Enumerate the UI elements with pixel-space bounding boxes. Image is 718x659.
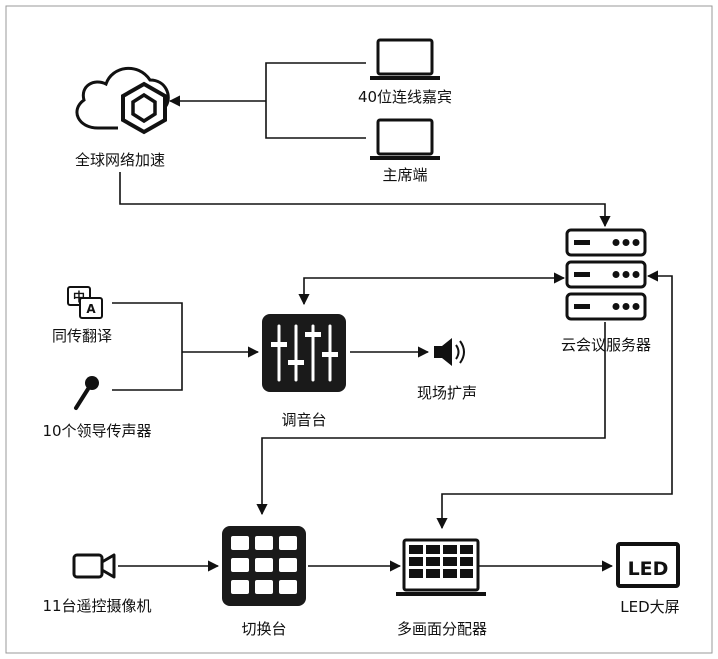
connectors xyxy=(112,62,673,572)
multiviewer-icon xyxy=(396,538,486,596)
cloud-icon xyxy=(75,66,170,130)
laptop-icon xyxy=(370,38,440,80)
label-cloud: 全球网络加速 xyxy=(75,151,165,169)
arrow-mixer-server xyxy=(298,272,566,306)
label-led: LED大屏 xyxy=(620,598,679,616)
arrow-cloud-to-server xyxy=(119,172,611,228)
inputs-bracket xyxy=(112,302,183,391)
arrow-server-multiview xyxy=(436,270,673,530)
label-server: 云会议服务器 xyxy=(561,336,651,354)
label-mics: 10个领导传声器 xyxy=(42,422,151,440)
label-cameras: 11台遥控摄像机 xyxy=(42,597,151,615)
led-badge: LED xyxy=(628,558,669,580)
arrow-server-switcher xyxy=(256,322,606,516)
label-translation: 同传翻译 xyxy=(52,327,112,345)
laptops-bracket xyxy=(265,62,366,139)
server-icon xyxy=(565,228,647,321)
network-hex-icon xyxy=(121,81,167,135)
diagram-border xyxy=(5,5,713,654)
label-switcher: 切换台 xyxy=(241,620,286,638)
label-mixer: 调音台 xyxy=(281,411,326,429)
label-speaker: 现场扩声 xyxy=(417,384,477,402)
label-host: 主席端 xyxy=(382,166,427,184)
switcher-icon xyxy=(222,526,306,606)
label-guests: 40位连线嘉宾 xyxy=(358,88,452,106)
camera-icon xyxy=(72,553,116,579)
led-screen-icon: LED xyxy=(616,542,680,588)
translate-icon: 中 A xyxy=(67,286,103,319)
translate-badge-bottom: A xyxy=(86,302,96,316)
speaker-icon xyxy=(434,338,465,366)
label-multiview: 多画面分配器 xyxy=(397,620,487,638)
microphone-icon xyxy=(74,376,99,410)
mixer-icon xyxy=(262,314,346,392)
laptop-icon xyxy=(370,118,440,160)
